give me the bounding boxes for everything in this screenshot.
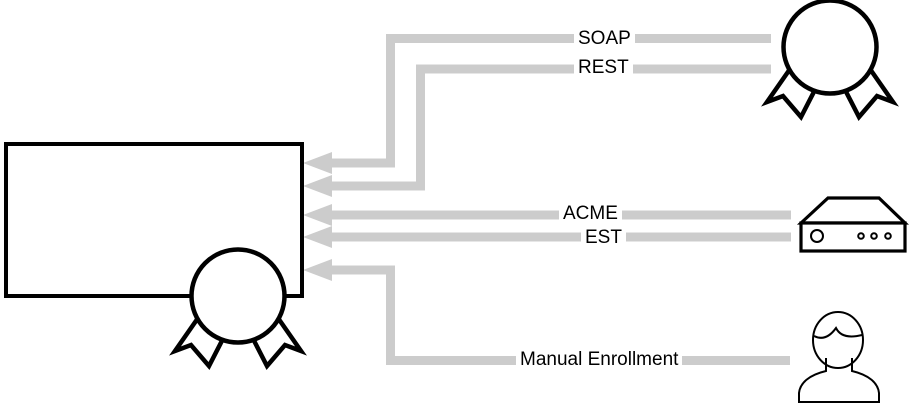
person-icon — [798, 311, 880, 403]
connector-manual-enrollment — [303, 259, 790, 365]
connector-soap — [303, 34, 771, 174]
connector-rest — [303, 64, 771, 197]
network-appliance-icon — [796, 196, 909, 253]
connector-label-soap: SOAP — [574, 27, 635, 50]
connector-est — [303, 226, 791, 248]
certificate-box-icon — [4, 142, 304, 366]
connector-label-rest: REST — [574, 56, 633, 79]
connector-acme — [303, 204, 791, 226]
connector-label-manual-enrollment: Manual Enrollment — [516, 348, 683, 371]
connector-label-est: EST — [581, 226, 626, 249]
award-ribbon-icon — [767, 1, 893, 118]
connector-label-acme: ACME — [559, 202, 622, 225]
